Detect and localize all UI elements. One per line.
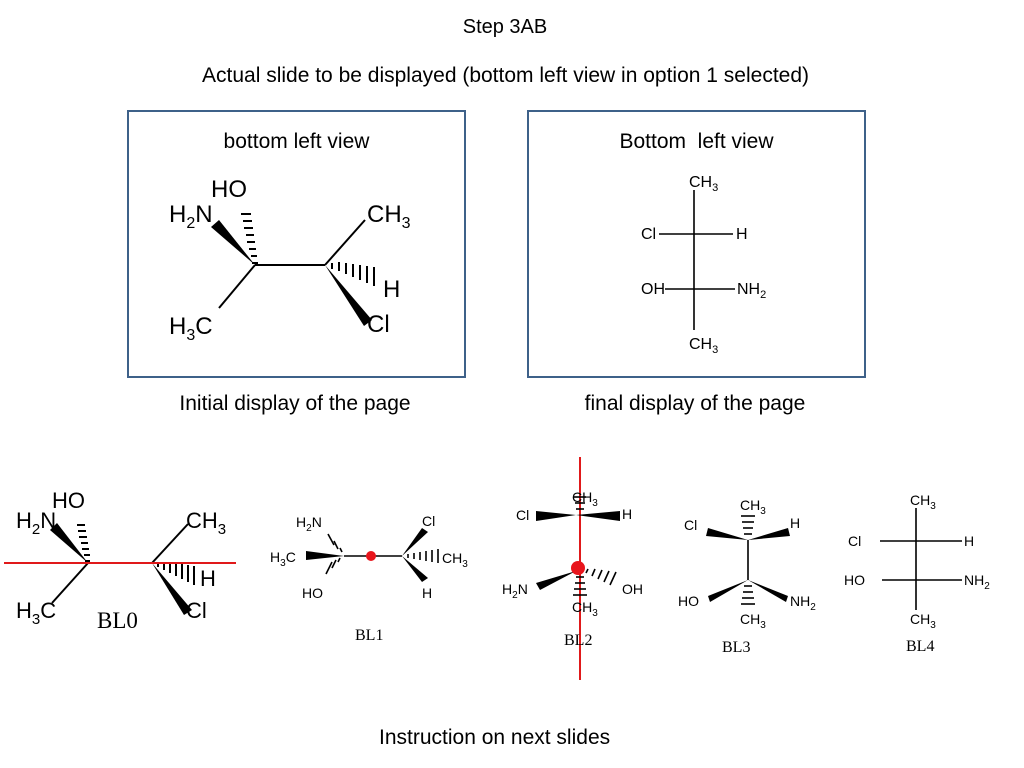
initial-structure-diagram: HO H2N CH3 H H3C Cl <box>169 176 411 344</box>
svg-text:H: H <box>964 533 974 549</box>
final-display-panel: Bottom left view CH3 Cl H OH NH2 CH3 <box>527 110 866 378</box>
svg-text:H3C: H3C <box>169 313 213 344</box>
panel-heading-final: Bottom left view <box>619 130 774 153</box>
initial-display-panel: bottom left view HO <box>127 110 466 378</box>
svg-text:H3C: H3C <box>270 549 296 569</box>
slide-title: Step 3AB <box>462 16 548 38</box>
svg-text:Cl: Cl <box>367 311 390 338</box>
label-bl4: BL4 <box>906 638 934 655</box>
bl1-structure: H2N H3C HO Cl CH3 H BL1 <box>270 513 468 644</box>
svg-text:Cl: Cl <box>684 517 697 533</box>
svg-text:H: H <box>622 506 632 522</box>
slide-subtitle: Actual slide to be displayed (bottom lef… <box>202 64 810 87</box>
svg-text:NH2: NH2 <box>790 593 816 613</box>
svg-text:Cl: Cl <box>186 598 207 623</box>
label-bl3: BL3 <box>722 639 750 656</box>
svg-text:H3C: H3C <box>16 598 56 628</box>
svg-text:HO: HO <box>52 488 85 513</box>
svg-text:Cl: Cl <box>641 226 656 243</box>
svg-text:CH3: CH3 <box>689 174 718 194</box>
svg-text:CH3: CH3 <box>910 611 936 631</box>
svg-text:Cl: Cl <box>516 507 529 523</box>
svg-text:H: H <box>200 566 216 591</box>
svg-text:OH: OH <box>641 281 665 298</box>
svg-text:CH3: CH3 <box>442 550 468 570</box>
footer-instruction: Instruction on next slides <box>379 726 611 749</box>
svg-text:NH2: NH2 <box>737 281 766 301</box>
svg-text:HO: HO <box>302 585 323 601</box>
svg-text:CH3: CH3 <box>740 611 766 631</box>
svg-text:H2N: H2N <box>502 581 528 601</box>
bl2-structure: CH3 Cl H H2N OH CH3 BL2 <box>502 457 643 680</box>
svg-text:OH: OH <box>622 581 643 597</box>
caption-initial-display: Initial display of the page <box>179 392 411 415</box>
svg-text:H: H <box>736 226 748 243</box>
svg-text:CH3: CH3 <box>572 489 598 509</box>
svg-text:H2N: H2N <box>296 514 322 534</box>
svg-text:Cl: Cl <box>848 533 861 549</box>
svg-text:NH2: NH2 <box>964 572 990 592</box>
svg-text:CH3: CH3 <box>740 497 766 517</box>
svg-text:Cl: Cl <box>422 513 435 529</box>
svg-text:H: H <box>790 515 800 531</box>
label-bl1: BL1 <box>355 627 383 644</box>
label-bl0: BL0 <box>97 608 138 633</box>
final-structure-diagram: CH3 Cl H OH NH2 CH3 <box>641 174 766 356</box>
caption-final-display: final display of the page <box>584 392 806 415</box>
label-bl2: BL2 <box>564 632 592 649</box>
svg-text:HO: HO <box>211 176 247 203</box>
svg-text:H2N: H2N <box>169 201 213 232</box>
panel-heading-initial: bottom left view <box>223 130 370 153</box>
svg-text:HO: HO <box>678 593 699 609</box>
svg-text:CH3: CH3 <box>186 508 226 538</box>
svg-text:CH3: CH3 <box>689 336 718 356</box>
svg-text:CH3: CH3 <box>572 599 598 619</box>
bl3-structure: CH3 Cl H HO NH2 CH3 BL3 <box>678 497 816 656</box>
svg-text:CH3: CH3 <box>910 492 936 512</box>
svg-text:HO: HO <box>844 572 865 588</box>
svg-text:H: H <box>422 585 432 601</box>
bl0-structure: HO H2N CH3 H H3C Cl BL0 <box>4 488 236 633</box>
svg-text:H: H <box>383 276 400 303</box>
svg-text:CH3: CH3 <box>367 201 411 232</box>
bl4-structure: CH3 Cl H HO NH2 CH3 BL4 <box>844 492 990 655</box>
svg-text:H2N: H2N <box>16 508 56 538</box>
